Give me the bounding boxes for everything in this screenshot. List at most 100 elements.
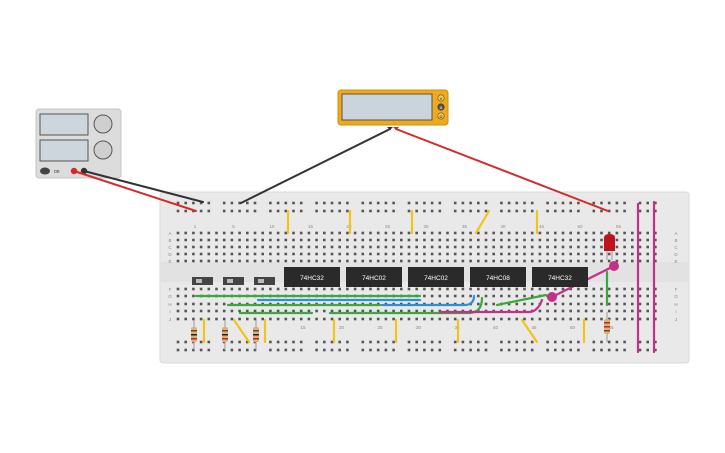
breadboard-hole[interactable] [600, 238, 603, 242]
breadboard-hole[interactable] [530, 287, 534, 291]
breadboard-hole[interactable] [500, 259, 503, 263]
breadboard-hole[interactable] [176, 348, 180, 352]
breadboard-hole[interactable] [631, 302, 634, 306]
breadboard-hole[interactable] [238, 340, 241, 344]
breadboard-hole[interactable] [561, 348, 565, 352]
breadboard-hole[interactable] [638, 317, 642, 321]
breadboard-hole[interactable] [477, 348, 480, 352]
chip-2[interactable]: 74HC02 [346, 267, 402, 287]
breadboard-hole[interactable] [199, 348, 203, 352]
breadboard-hole[interactable] [230, 259, 234, 263]
breadboard-hole[interactable] [292, 238, 295, 242]
breadboard-hole[interactable] [284, 252, 288, 256]
breadboard-hole[interactable] [423, 231, 426, 235]
breadboard-hole[interactable] [269, 252, 272, 256]
breadboard-hole[interactable] [392, 209, 395, 213]
breadboard-hole[interactable] [523, 294, 526, 298]
breadboard-hole[interactable] [469, 238, 472, 242]
breadboard-hole[interactable] [477, 209, 480, 213]
breadboard-hole[interactable] [292, 309, 295, 313]
breadboard-hole[interactable] [577, 238, 580, 242]
breadboard-hole[interactable] [507, 238, 511, 242]
breadboard-hole[interactable] [638, 238, 642, 242]
breadboard-hole[interactable] [376, 245, 380, 249]
breadboard-hole[interactable] [207, 317, 211, 321]
breadboard-hole[interactable] [361, 309, 365, 313]
breadboard-hole[interactable] [430, 209, 434, 213]
breadboard-hole[interactable] [400, 252, 403, 256]
breadboard-hole[interactable] [323, 259, 326, 263]
breadboard-hole[interactable] [592, 252, 596, 256]
breadboard-hole[interactable] [453, 294, 457, 298]
breadboard-hole[interactable] [346, 231, 349, 235]
breadboard-hole[interactable] [192, 252, 195, 256]
breadboard-hole[interactable] [584, 302, 588, 306]
breadboard-hole[interactable] [392, 238, 395, 242]
breadboard-hole[interactable] [453, 259, 457, 263]
power-supply[interactable]: on [35, 108, 122, 179]
breadboard-hole[interactable] [338, 287, 341, 291]
breadboard-hole[interactable] [199, 302, 203, 306]
breadboard-hole[interactable] [577, 309, 580, 313]
breadboard-hole[interactable] [176, 294, 180, 298]
breadboard-hole[interactable] [446, 287, 449, 291]
wire-yellow-12[interactable] [520, 318, 539, 344]
breadboard-hole[interactable] [315, 348, 318, 352]
breadboard-hole[interactable] [577, 245, 580, 249]
breadboard-hole[interactable] [376, 252, 380, 256]
breadboard-hole[interactable] [477, 231, 480, 235]
breadboard-hole[interactable] [561, 287, 565, 291]
breadboard-hole[interactable] [199, 309, 203, 313]
breadboard-hole[interactable] [615, 340, 619, 344]
breadboard-hole[interactable] [415, 340, 418, 344]
breadboard-hole[interactable] [346, 317, 349, 321]
breadboard-hole[interactable] [222, 309, 226, 313]
breadboard-hole[interactable] [276, 259, 280, 263]
breadboard-hole[interactable] [384, 209, 388, 213]
breadboard-hole[interactable] [238, 252, 241, 256]
breadboard-hole[interactable] [530, 252, 534, 256]
breadboard-hole[interactable] [184, 252, 187, 256]
breadboard-hole[interactable] [376, 209, 380, 213]
breadboard-hole[interactable] [323, 309, 326, 313]
breadboard-hole[interactable] [192, 231, 195, 235]
breadboard-hole[interactable] [638, 259, 642, 263]
breadboard-hole[interactable] [261, 287, 264, 291]
breadboard-hole[interactable] [215, 309, 218, 313]
chip-3[interactable]: 74HC02 [408, 267, 464, 287]
breadboard-hole[interactable] [530, 259, 534, 263]
breadboard-hole[interactable] [638, 348, 642, 352]
breadboard-hole[interactable] [523, 245, 526, 249]
breadboard-hole[interactable] [176, 231, 180, 235]
mode-resistance-button[interactable] [437, 112, 445, 120]
breadboard-hole[interactable] [623, 252, 626, 256]
breadboard-hole[interactable] [446, 252, 449, 256]
breadboard-hole[interactable] [561, 317, 565, 321]
breadboard-hole[interactable] [207, 231, 211, 235]
breadboard-hole[interactable] [615, 317, 619, 321]
breadboard-hole[interactable] [507, 340, 511, 344]
breadboard-hole[interactable] [638, 209, 642, 213]
breadboard-hole[interactable] [338, 317, 341, 321]
breadboard-hole[interactable] [361, 231, 365, 235]
breadboard-hole[interactable] [631, 252, 634, 256]
breadboard-hole[interactable] [276, 245, 280, 249]
breadboard-hole[interactable] [607, 287, 611, 291]
breadboard-hole[interactable] [530, 201, 534, 205]
breadboard-hole[interactable] [631, 309, 634, 313]
breadboard-hole[interactable] [638, 245, 642, 249]
breadboard-hole[interactable] [269, 287, 272, 291]
breadboard-hole[interactable] [515, 259, 519, 263]
breadboard-hole[interactable] [654, 340, 657, 344]
breadboard-hole[interactable] [438, 259, 442, 263]
breadboard-hole[interactable] [400, 287, 403, 291]
breadboard-hole[interactable] [238, 348, 241, 352]
breadboard-hole[interactable] [438, 231, 442, 235]
breadboard-hole[interactable] [638, 231, 642, 235]
breadboard-hole[interactable] [430, 259, 434, 263]
breadboard-hole[interactable] [646, 245, 649, 249]
breadboard-hole[interactable] [577, 348, 580, 352]
breadboard-hole[interactable] [323, 238, 326, 242]
breadboard-hole[interactable] [530, 348, 534, 352]
breadboard-hole[interactable] [600, 287, 603, 291]
